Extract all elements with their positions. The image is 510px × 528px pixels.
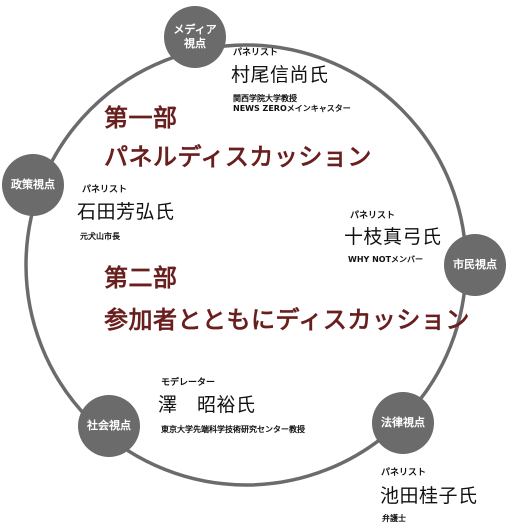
node-media-viewpoint: メディア 視点: [164, 6, 226, 68]
node-citizen-viewpoint: 市民視点: [444, 234, 506, 296]
panelist-affiliation-ikeda: 弁護士: [382, 514, 406, 523]
panelist-name-ikeda: 池田桂子氏: [380, 485, 478, 507]
panelist-role-ikeda: パネリスト: [381, 468, 427, 478]
part2-title: 第二部: [104, 264, 178, 292]
panelist-affiliation-toeda: WHY NOTメンバー: [348, 255, 424, 264]
panelist-role-ishida: パネリスト: [82, 185, 128, 195]
moderator-affiliation-sawa: 東京大学先端科学技術研究センター教授: [161, 425, 305, 434]
part2-subtitle: 参加者とともにディスカッション: [104, 306, 470, 334]
node-law-viewpoint: 法律視点: [372, 392, 434, 454]
part1-subtitle: パネルディスカッション: [104, 143, 372, 171]
panelist-role-murao: パネリスト: [233, 48, 279, 58]
panelist-name-ishida: 石田芳弘氏: [77, 201, 175, 223]
part1-title: 第一部: [104, 104, 178, 132]
panelist-name-toeda: 十枝真弓氏: [344, 226, 442, 248]
node-society-viewpoint: 社会視点: [78, 395, 140, 457]
node-policy-viewpoint: 政策視点: [2, 154, 64, 216]
panelist-affiliation-ishida: 元犬山市長: [80, 232, 120, 241]
panelist-name-murao: 村尾信尚氏: [231, 64, 329, 86]
panelist-affiliation-murao-2: NEWS ZEROメインキャスター: [233, 104, 351, 113]
moderator-name-sawa: 澤 昭裕氏: [158, 394, 256, 416]
moderator-role-sawa: モデレーター: [161, 378, 216, 388]
panelist-role-toeda: パネリスト: [350, 211, 396, 221]
panelist-affiliation-murao-1: 関西学院大学教授: [233, 94, 297, 103]
